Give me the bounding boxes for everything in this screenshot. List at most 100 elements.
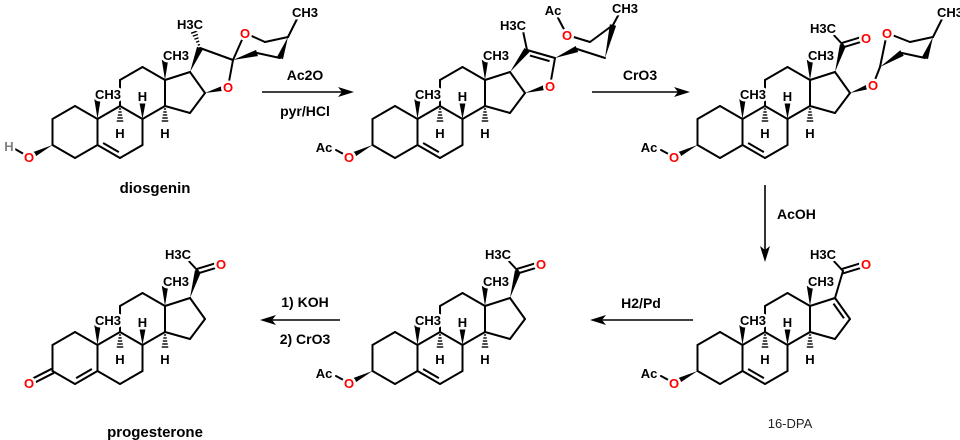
- bond: [164, 297, 191, 307]
- bonds: [335, 11, 621, 160]
- bond: [589, 24, 614, 43]
- bond: [566, 34, 591, 43]
- acetate-oxygen-label: O: [562, 28, 572, 43]
- bonds: [660, 257, 868, 386]
- acetyl-methyl-label: H3C: [810, 247, 837, 262]
- bond: [834, 71, 851, 94]
- wedge-bond: [880, 50, 904, 67]
- hydrogen-label: H: [160, 352, 169, 367]
- bond: [394, 331, 419, 346]
- bond: [461, 331, 486, 346]
- bond: [834, 297, 851, 320]
- acetyl-label: Ac: [316, 366, 333, 381]
- arrow-head: [260, 315, 276, 325]
- hydrogen-label: H: [435, 352, 444, 367]
- bond: [185, 257, 199, 272]
- bond: [264, 36, 289, 43]
- bond: [96, 144, 121, 159]
- bond: [119, 292, 144, 307]
- wedge-bond: [605, 24, 617, 59]
- bond: [741, 144, 766, 159]
- bond: [549, 57, 556, 87]
- bond: [842, 265, 868, 275]
- bond: [505, 257, 519, 272]
- bond: [764, 105, 789, 120]
- bonds: [660, 16, 944, 160]
- bond: [287, 16, 299, 38]
- hydrogen-label: H: [480, 126, 489, 141]
- methyl-label: CH3: [292, 5, 318, 20]
- bond: [786, 331, 811, 346]
- bond: [439, 66, 464, 81]
- bond: [199, 47, 234, 61]
- methyl-label: CH3: [95, 313, 121, 328]
- bond: [371, 370, 396, 385]
- bond: [371, 105, 396, 120]
- double-bond-line: [529, 54, 550, 63]
- bond: [786, 66, 811, 81]
- wedge-bond: [205, 83, 229, 93]
- reagent-cro3-2: 2) CrO3: [280, 331, 331, 347]
- wedge-bond: [139, 328, 146, 345]
- bond: [517, 265, 543, 275]
- methyl-label: H3C: [500, 18, 527, 33]
- arrow-step-3: [760, 185, 770, 262]
- furan-oxygen-label: O: [545, 79, 555, 94]
- hydrogen-label: H: [783, 315, 792, 330]
- wedge-bond: [922, 37, 933, 60]
- bond: [74, 105, 99, 120]
- bond: [834, 270, 844, 299]
- methyl-label: CH3: [740, 87, 766, 102]
- wedge-bond: [94, 99, 101, 119]
- bond: [719, 144, 744, 159]
- hydrogen-label: H: [115, 352, 124, 367]
- bond: [719, 370, 744, 385]
- bond: [119, 105, 144, 120]
- hydroxyl-hydrogen-label: H: [4, 139, 13, 154]
- bond: [696, 144, 721, 159]
- bond: [394, 105, 419, 120]
- bond: [51, 331, 76, 346]
- wedge-bond: [277, 37, 288, 60]
- bond: [764, 370, 789, 385]
- bond: [809, 105, 836, 114]
- bond: [141, 331, 166, 346]
- bond: [74, 331, 99, 346]
- wedge-bond: [672, 371, 698, 386]
- bond: [509, 92, 526, 114]
- wedge-bond: [739, 325, 746, 345]
- acetyl-label: Ac: [545, 3, 562, 18]
- methyl-label: CH3: [163, 48, 189, 63]
- bond: [901, 52, 926, 59]
- wedge-bond: [835, 44, 847, 72]
- hydrogen-label: H: [138, 315, 147, 330]
- hashed-bond: [436, 334, 444, 348]
- bond: [96, 370, 121, 385]
- methyl-label: CH3: [808, 48, 834, 63]
- bond: [416, 370, 441, 385]
- bond: [416, 331, 441, 346]
- arrow-head: [590, 315, 606, 325]
- bond: [741, 105, 766, 120]
- compound-name-diosgenin: diosgenin: [120, 180, 191, 197]
- methyl-label: H3C: [177, 17, 204, 32]
- reagent-pyr-hcl: pyr/HCl: [280, 103, 330, 119]
- bond: [416, 105, 441, 120]
- hydrogen-label: H: [458, 315, 467, 330]
- wedge-bond: [850, 81, 875, 93]
- acetate-oxygen-label: O: [344, 376, 354, 391]
- hashed-bond: [806, 108, 814, 122]
- bond: [119, 66, 144, 81]
- bonds: [26, 257, 223, 387]
- bond: [834, 318, 851, 340]
- wedge-bond: [233, 49, 258, 60]
- bond: [741, 331, 766, 346]
- wedge-bond: [161, 286, 169, 306]
- hashed-bond: [761, 334, 769, 348]
